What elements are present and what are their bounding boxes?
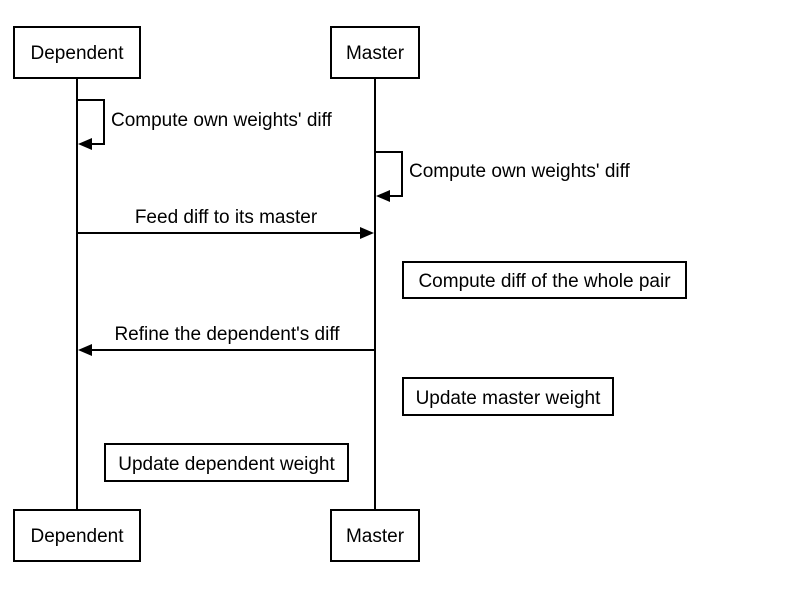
refine-diff-message-label: Refine the dependent's diff xyxy=(114,324,340,345)
dependent-actor-top: Dependent xyxy=(13,26,141,79)
refine-diff-arrowhead xyxy=(78,344,92,356)
update-dependent-note: Update dependent weight xyxy=(104,443,349,482)
master-actor-top-label: Master xyxy=(346,43,405,64)
update-dependent-note-label: Update dependent weight xyxy=(118,454,335,475)
whole-pair-diff-note: Compute diff of the whole pair xyxy=(402,261,687,299)
dependent-self-arrowhead xyxy=(78,138,92,150)
master-actor-bottom: Master xyxy=(330,509,420,562)
feed-diff-message-label: Feed diff to its master xyxy=(135,207,318,228)
master-self-arrowhead xyxy=(376,190,390,202)
master-actor-bottom-label: Master xyxy=(346,526,405,547)
dependent-actor-bottom: Dependent xyxy=(13,509,141,562)
feed-diff-arrowhead xyxy=(360,227,374,239)
update-master-note: Update master weight xyxy=(402,377,614,416)
master-actor-top: Master xyxy=(330,26,420,79)
dependent-actor-top-label: Dependent xyxy=(31,43,125,64)
refine-diff-message: Refine the dependent's diff xyxy=(78,324,375,356)
dependent-self-message: Compute own weights' diff xyxy=(77,99,333,150)
dependent-actor-bottom-label: Dependent xyxy=(31,526,125,547)
feed-diff-message: Feed diff to its master xyxy=(77,207,374,239)
update-master-note-label: Update master weight xyxy=(416,388,602,409)
master-self-message-label: Compute own weights' diff xyxy=(409,161,631,182)
dependent-self-message-label: Compute own weights' diff xyxy=(111,110,333,131)
whole-pair-diff-note-label: Compute diff of the whole pair xyxy=(418,271,671,292)
master-self-message: Compute own weights' diff xyxy=(375,151,631,202)
